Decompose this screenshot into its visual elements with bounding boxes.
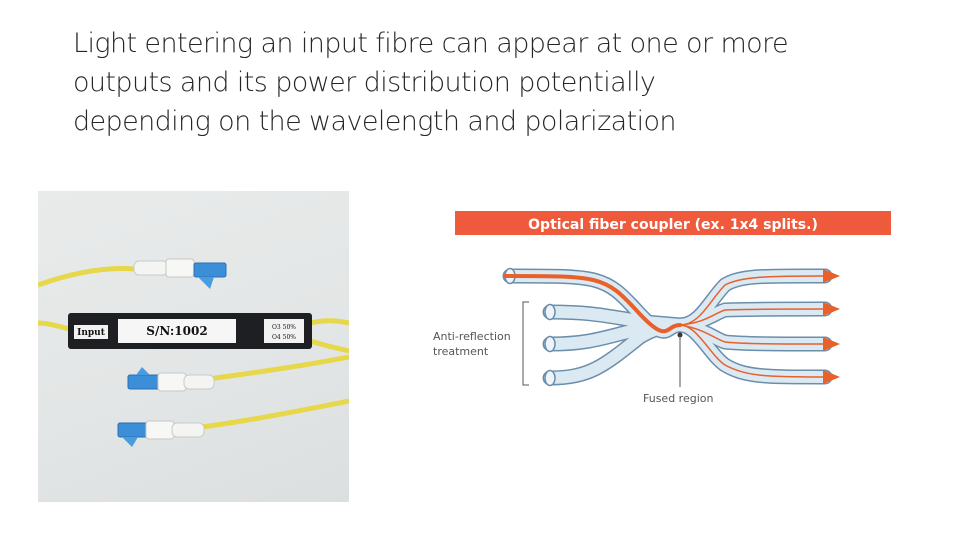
fiber-cable-input (38, 320, 71, 332)
signal-out-4 (679, 324, 824, 378)
connector-body-top (165, 258, 195, 278)
anti-reflection-label-2: treatment (433, 345, 489, 358)
diagram-header: Optical fiber coupler (ex. 1x4 splits.) (528, 217, 818, 233)
input-label-bg (74, 325, 108, 339)
connector-body-bottom (145, 420, 175, 440)
fiber-end-4 (544, 369, 556, 387)
arrow-out-1 (823, 269, 840, 283)
signal-out-2 (679, 308, 824, 326)
connector-head-mid (127, 374, 161, 390)
fiber-end-2 (544, 303, 556, 321)
diagram-header-bar (455, 211, 891, 235)
arrow-out-3 (823, 337, 840, 351)
connector-boot-bottom (171, 422, 205, 438)
connector-head-top (193, 262, 227, 278)
connector-boot-top (133, 260, 169, 276)
input-label: Input (77, 328, 106, 338)
anti-reflection-label-1: Anti-reflection (433, 330, 511, 343)
serial-label-bg (118, 319, 236, 343)
arrow-out-2 (823, 302, 840, 316)
slide-title: Light entering an input fibre can appear… (73, 24, 913, 141)
coupler-diagram: Optical fiber coupler (ex. 1x4 splits.) (425, 205, 895, 415)
port-label-1: O3 50% (272, 324, 296, 331)
coupler-photo: Input S/N:1002 O3 50% O4 50% (38, 191, 349, 502)
arrow-out-4 (823, 370, 840, 384)
title-line-3: depending on the wavelength and polariza… (73, 106, 677, 137)
signal-out-3 (679, 324, 824, 345)
fiber-end-3 (544, 335, 556, 353)
connector-head-bottom (117, 422, 149, 438)
title-line-1: Light entering an input fibre can appear… (73, 28, 789, 59)
anti-reflection-bracket (522, 301, 529, 386)
connector-boot-mid (183, 374, 215, 390)
fused-region-label: Fused region (643, 392, 713, 405)
fiber-cable-out-b (309, 338, 349, 354)
signal-out-1 (679, 275, 824, 326)
fiber-cable-top (38, 266, 135, 288)
port-label-2: O4 50% (272, 334, 296, 341)
signal-input (503, 274, 682, 334)
connector-body-mid (157, 372, 187, 392)
serial-label: S/N:1002 (146, 324, 207, 338)
port-label-bg (264, 319, 304, 343)
fiber-cable-out-a (309, 318, 349, 326)
title-line-2: outputs and its power distribution poten… (73, 67, 656, 98)
